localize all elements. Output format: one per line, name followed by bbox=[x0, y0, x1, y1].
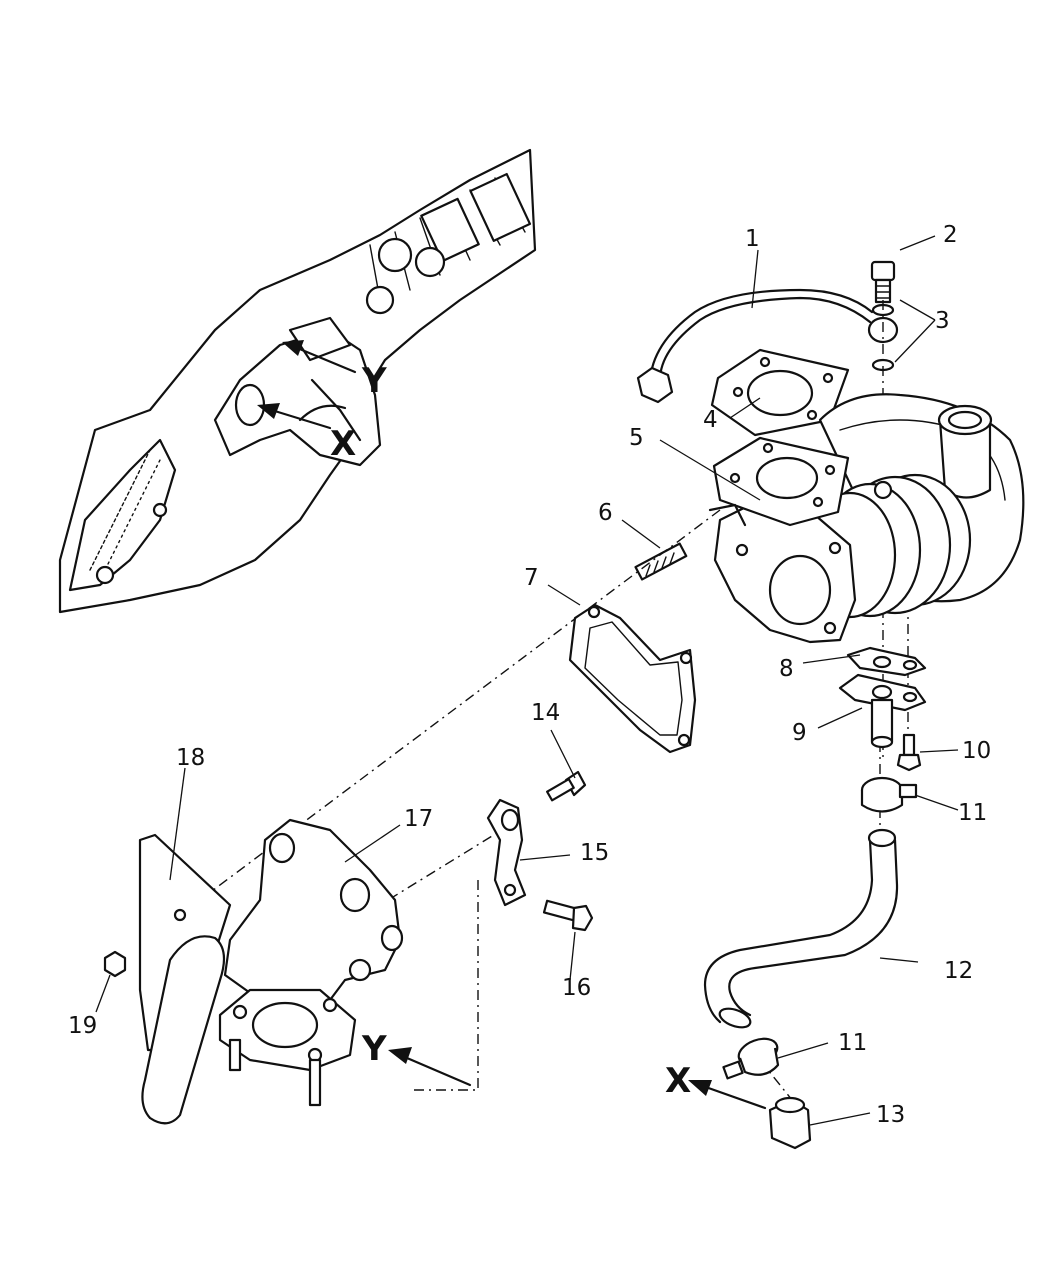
part-18-heat-shield bbox=[138, 833, 232, 1125]
part-4-flange-gasket bbox=[710, 348, 850, 437]
callout-9: 9 bbox=[792, 720, 807, 746]
callout-1: 1 bbox=[745, 226, 760, 252]
callout-10: 10 bbox=[962, 738, 991, 764]
part-14-bolt bbox=[546, 770, 587, 802]
elbow-view-arrow: Y bbox=[361, 1029, 472, 1087]
part-8-drain-gasket bbox=[846, 646, 927, 677]
callout-17: 17 bbox=[404, 806, 433, 832]
drain-view-arrow: X bbox=[665, 1061, 767, 1110]
callout-3-upper: 3 bbox=[935, 308, 950, 334]
engine-view-x-label: X bbox=[330, 424, 356, 464]
drain-view-x-label: X bbox=[665, 1061, 691, 1101]
callout-19: 19 bbox=[68, 1013, 97, 1039]
callout-16: 16 bbox=[562, 975, 591, 1001]
elbow-view-y-label: Y bbox=[361, 1029, 387, 1069]
part-9-drain-flange bbox=[838, 673, 927, 749]
arrow-icon bbox=[388, 1047, 412, 1064]
arrow-icon bbox=[257, 403, 280, 419]
callout-11-lower: 11 bbox=[838, 1030, 867, 1056]
callout-14: 14 bbox=[531, 700, 560, 726]
callout-5: 5 bbox=[629, 425, 644, 451]
part-2-banjo-bolt bbox=[870, 260, 896, 304]
callout-8: 8 bbox=[779, 656, 794, 682]
part-19-nut bbox=[103, 950, 127, 978]
callout-11-upper: 11 bbox=[958, 800, 987, 826]
callout-13: 13 bbox=[876, 1102, 905, 1128]
part-5-turbocharger bbox=[708, 393, 1025, 644]
part-11-hose-clamp-lower bbox=[722, 1037, 780, 1080]
callout-7: 7 bbox=[524, 565, 539, 591]
callout-6: 6 bbox=[598, 500, 613, 526]
engine-view-arrows: Y X bbox=[257, 340, 387, 464]
part-7-turbo-gasket bbox=[568, 603, 697, 754]
callout-15: 15 bbox=[580, 840, 609, 866]
part-10-bolt bbox=[896, 733, 922, 772]
callout-labels: 1 2 3 4 5 6 7 8 9 10 11 12 11 13 14 15 1… bbox=[68, 222, 991, 1128]
part-11-hose-clamp-upper bbox=[860, 776, 918, 813]
part-15-bracket bbox=[486, 798, 527, 907]
callout-4: 4 bbox=[703, 407, 718, 433]
part-17-exhaust-elbow bbox=[218, 818, 404, 1107]
part-13-drain-fitting bbox=[768, 1096, 812, 1150]
arrow-icon bbox=[282, 340, 304, 356]
part-6-stud bbox=[634, 542, 688, 581]
callout-2: 2 bbox=[943, 222, 958, 248]
engine-view-y-label: Y bbox=[361, 361, 387, 401]
leader-lines bbox=[95, 235, 959, 1126]
part-16-bolt bbox=[542, 899, 594, 932]
callout-12: 12 bbox=[944, 958, 973, 984]
callout-18: 18 bbox=[176, 745, 205, 771]
part-1-oil-feed-tube bbox=[636, 288, 899, 404]
arrow-icon bbox=[688, 1080, 712, 1096]
engine-block-illustration bbox=[58, 148, 537, 614]
part-12-drain-hose bbox=[703, 828, 899, 1029]
